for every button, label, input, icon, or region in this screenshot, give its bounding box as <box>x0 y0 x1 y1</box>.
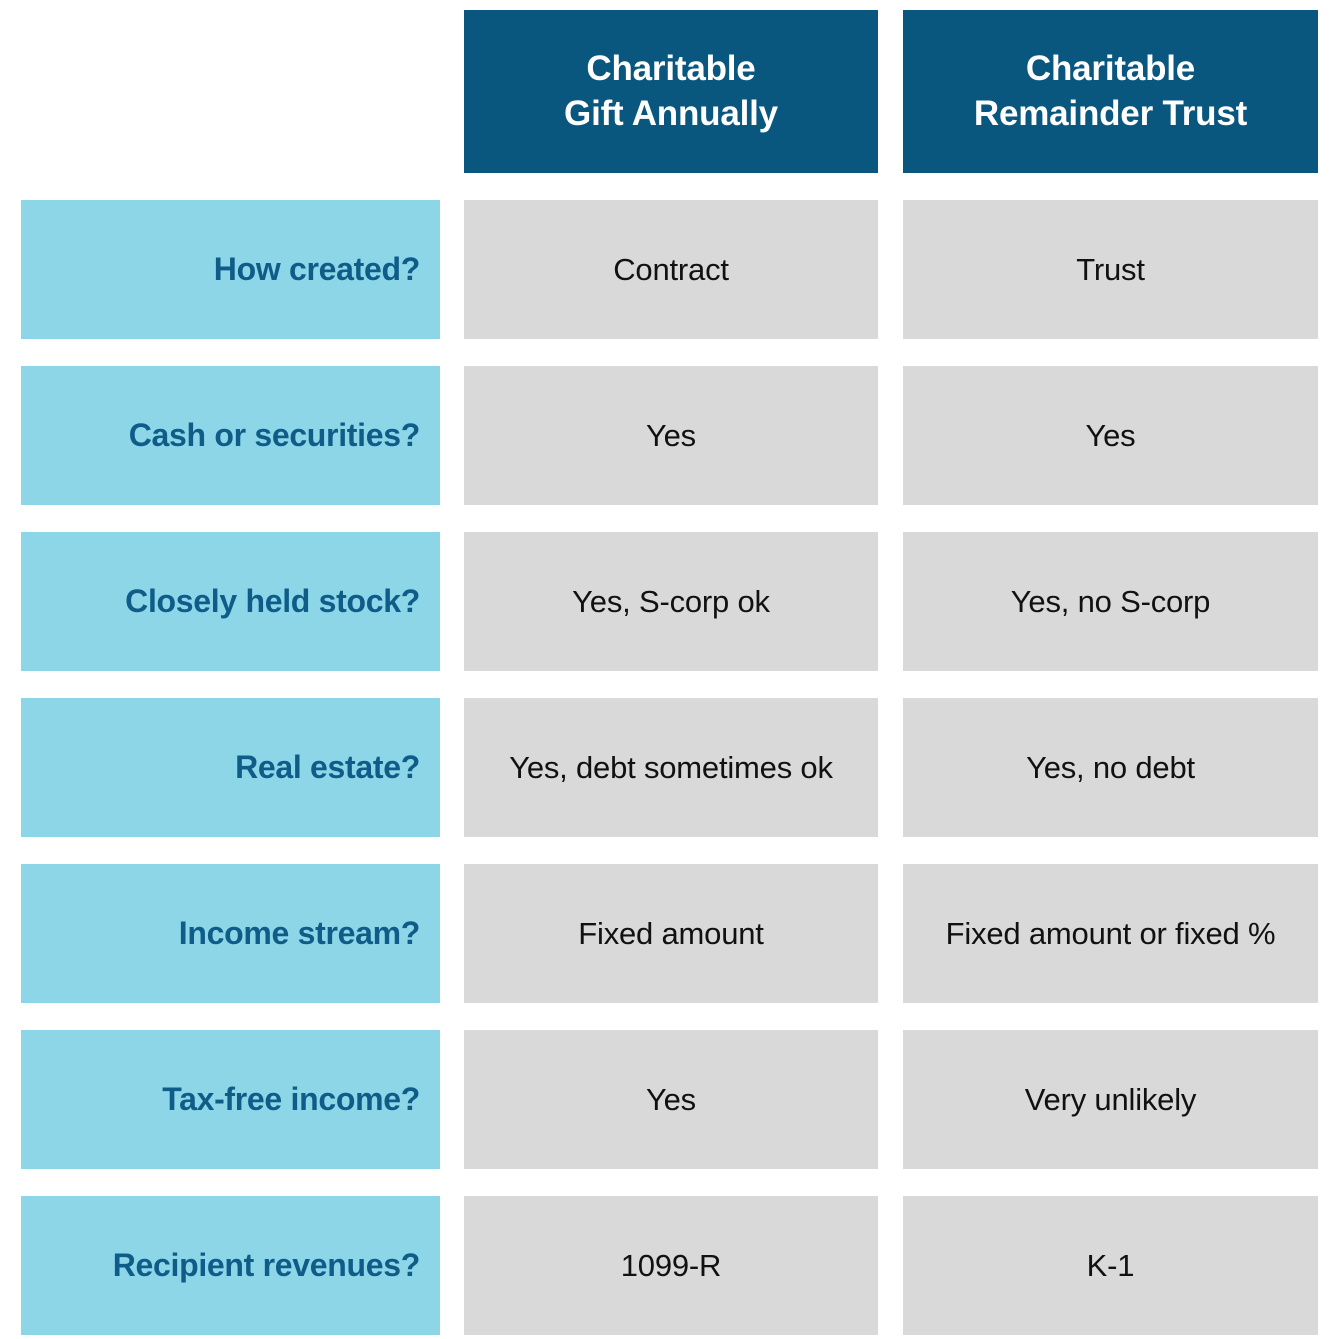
row-label-text: Cash or securities? <box>128 417 421 454</box>
row-label-how-created: How created? <box>21 200 440 339</box>
table-cell: Fixed amount or fixed % <box>903 864 1318 1003</box>
cell-text: Fixed amount or fixed % <box>945 915 1276 951</box>
table-row: Income stream? Fixed amount Fixed amount… <box>0 864 1339 1003</box>
table-cell: K-1 <box>903 1196 1318 1335</box>
column-header-label: Charitable Remainder Trust <box>973 48 1248 133</box>
cell-text: Yes, S-corp ok <box>572 583 770 619</box>
table-cell: Fixed amount <box>464 864 878 1003</box>
column-header-charitable-gift-annually: Charitable Gift Annually <box>464 10 878 173</box>
cell-text: Yes, debt sometimes ok <box>509 749 833 785</box>
table-cell: Very unlikely <box>903 1030 1318 1169</box>
table-row: Recipient revenues? 1099-R K-1 <box>0 1196 1339 1335</box>
table-cell: Yes, S-corp ok <box>464 532 878 671</box>
row-label-tax-free-income: Tax-free income? <box>21 1030 440 1169</box>
cell-text: 1099-R <box>620 1247 722 1283</box>
cell-text: Yes <box>646 1081 696 1117</box>
cell-text: Trust <box>1076 251 1145 287</box>
row-label-cash-or-securities: Cash or securities? <box>21 366 440 505</box>
table-cell: Yes, debt sometimes ok <box>464 698 878 837</box>
cell-text: Fixed amount <box>578 915 764 951</box>
table-row: How created? Contract Trust <box>0 200 1339 339</box>
table-cell: Contract <box>464 200 878 339</box>
row-label-recipient-revenues: Recipient revenues? <box>21 1196 440 1335</box>
table-cell: 1099-R <box>464 1196 878 1335</box>
row-label-text: Real estate? <box>235 749 420 786</box>
table-cell: Yes, no debt <box>903 698 1318 837</box>
row-label-text: Tax-free income? <box>162 1081 420 1118</box>
row-label-text: How created? <box>213 251 421 288</box>
row-label-text: Income stream? <box>178 915 421 952</box>
column-header-charitable-remainder-trust: Charitable Remainder Trust <box>903 10 1318 173</box>
table-cell: Yes <box>464 366 878 505</box>
row-label-text: Closely held stock? <box>125 583 420 620</box>
table-cell: Yes <box>464 1030 878 1169</box>
row-label-income-stream: Income stream? <box>21 864 440 1003</box>
cell-text: Contract <box>613 251 729 287</box>
cell-text: Yes <box>1085 417 1136 453</box>
row-label-closely-held-stock: Closely held stock? <box>21 532 440 671</box>
table-row: Tax-free income? Yes Very unlikely <box>0 1030 1339 1169</box>
table-cell: Yes <box>903 366 1318 505</box>
table-cell: Trust <box>903 200 1318 339</box>
cell-text: Yes <box>646 417 696 453</box>
column-header-label: Charitable Gift Annually <box>564 48 778 133</box>
cell-text: K-1 <box>1086 1247 1135 1283</box>
table-row: Cash or securities? Yes Yes <box>0 366 1339 505</box>
table-row: Real estate? Yes, debt sometimes ok Yes,… <box>0 698 1339 837</box>
table-row: Closely held stock? Yes, S-corp ok Yes, … <box>0 532 1339 671</box>
cell-text: Very unlikely <box>1024 1081 1197 1117</box>
row-label-real-estate: Real estate? <box>21 698 440 837</box>
cell-text: Yes, no debt <box>1026 749 1195 785</box>
cell-text: Yes, no S-corp <box>1010 583 1211 619</box>
row-label-text: Recipient revenues? <box>112 1247 421 1284</box>
table-cell: Yes, no S-corp <box>903 532 1318 671</box>
